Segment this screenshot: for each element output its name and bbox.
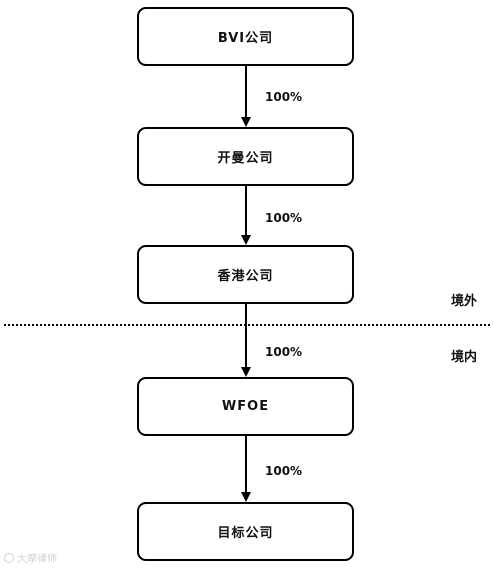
ownership-label-4: 100%	[265, 464, 303, 478]
node-wfoe: WFOE	[137, 377, 354, 436]
weibo-logo-icon	[4, 552, 14, 563]
node-target-company: 目标公司	[137, 502, 354, 561]
region-label-inside: 境内	[451, 350, 478, 365]
ownership-label-3: 100%	[265, 345, 303, 359]
arrow-line-2	[245, 186, 247, 236]
arrow-line-4	[245, 436, 247, 493]
border-divider	[4, 324, 490, 326]
node-hongkong-company: 香港公司	[137, 245, 354, 304]
ownership-label-2: 100%	[265, 211, 303, 225]
arrow-head-1	[241, 117, 251, 127]
arrow-line-3	[245, 304, 247, 368]
watermark-text: 大摩律师	[17, 554, 57, 565]
arrow-head-4	[241, 492, 251, 502]
node-cayman-company: 开曼公司	[137, 127, 354, 186]
watermark: 大摩律师	[4, 550, 57, 565]
region-label-outside: 境外	[451, 294, 478, 309]
arrow-head-2	[241, 235, 251, 245]
ownership-label-1: 100%	[265, 90, 303, 104]
arrow-line-1	[245, 66, 247, 118]
node-bvi-company: BVI公司	[137, 7, 354, 66]
arrow-head-3	[241, 367, 251, 377]
